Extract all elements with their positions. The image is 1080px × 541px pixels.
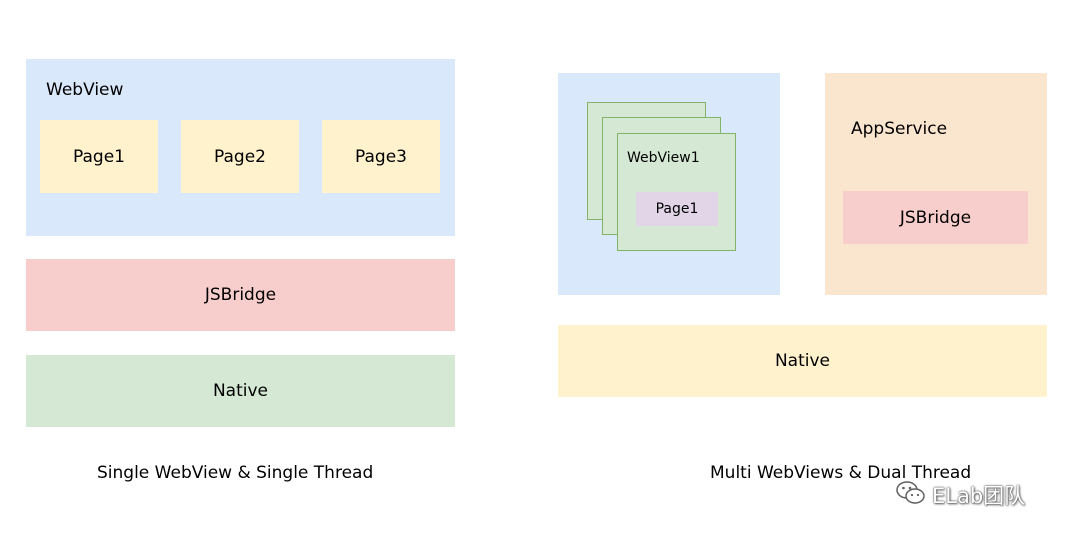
webview1-page-box: Page1 <box>636 192 718 226</box>
watermark: ELab团队 <box>896 480 1025 510</box>
left-native-label: Native <box>212 381 269 401</box>
watermark-text: ELab团队 <box>932 484 1026 508</box>
appservice-container: AppService JSBridge <box>825 73 1047 295</box>
left-jsbridge-layer: JSBridge <box>26 259 455 331</box>
webview1-label: WebView1 <box>627 150 700 166</box>
left-native-layer: Native <box>26 355 455 427</box>
left-caption: Single WebView & Single Thread <box>97 463 374 483</box>
page-2-label: Page2 <box>214 146 266 167</box>
page-2-box: Page2 <box>181 120 299 193</box>
right-jsbridge-box: JSBridge <box>843 191 1028 244</box>
left-webview-container: WebView Page1 Page2 Page3 <box>26 59 455 236</box>
webview1-page-label: Page1 <box>655 201 699 217</box>
left-webview-label: WebView <box>46 80 124 100</box>
page-1-box: Page1 <box>40 120 158 193</box>
appservice-label: AppService <box>851 119 948 139</box>
page-3-box: Page3 <box>322 120 440 193</box>
wechat-icon <box>896 480 926 510</box>
right-caption: Multi WebViews & Dual Thread <box>710 463 972 483</box>
page-3-label: Page3 <box>355 146 407 167</box>
left-jsbridge-label: JSBridge <box>204 285 277 305</box>
right-native-label: Native <box>774 351 831 371</box>
page-1-label: Page1 <box>73 146 125 167</box>
right-native-layer: Native <box>558 325 1047 397</box>
webview-stack-front: WebView1 Page1 <box>617 133 736 251</box>
right-jsbridge-label: JSBridge <box>899 207 972 228</box>
